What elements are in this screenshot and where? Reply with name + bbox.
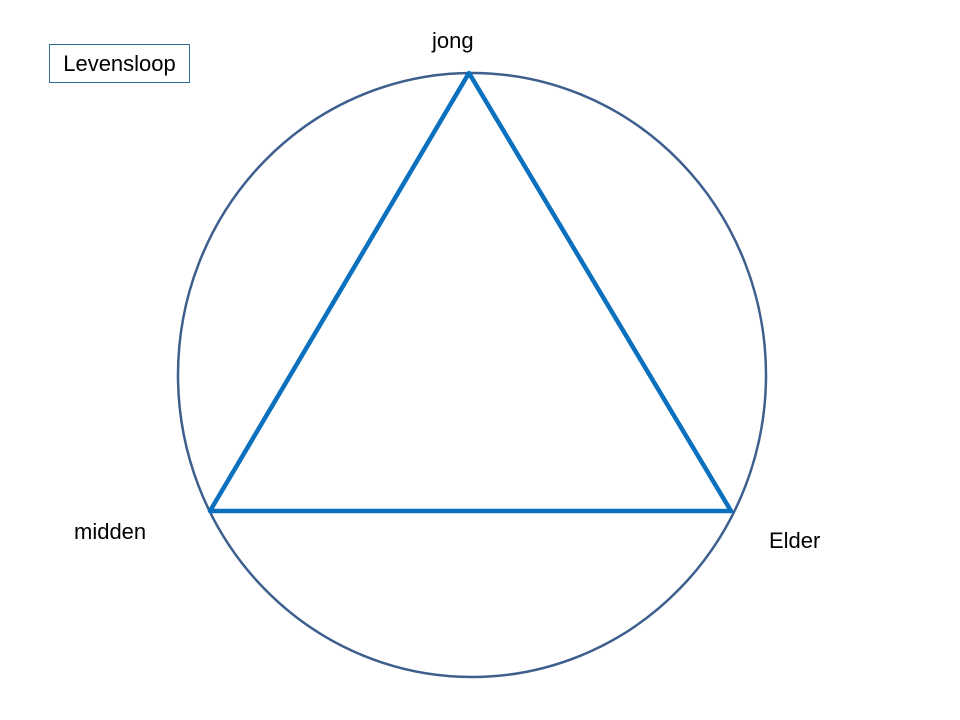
stage-label-middle: midden — [74, 519, 147, 544]
stage-label-elder: Elder — [769, 528, 821, 553]
diagram-title: Levensloop — [49, 44, 190, 83]
life-stage-triangle — [207, 70, 734, 514]
life-cycle-circle — [176, 71, 768, 679]
stage-label-young: jong — [432, 28, 474, 53]
